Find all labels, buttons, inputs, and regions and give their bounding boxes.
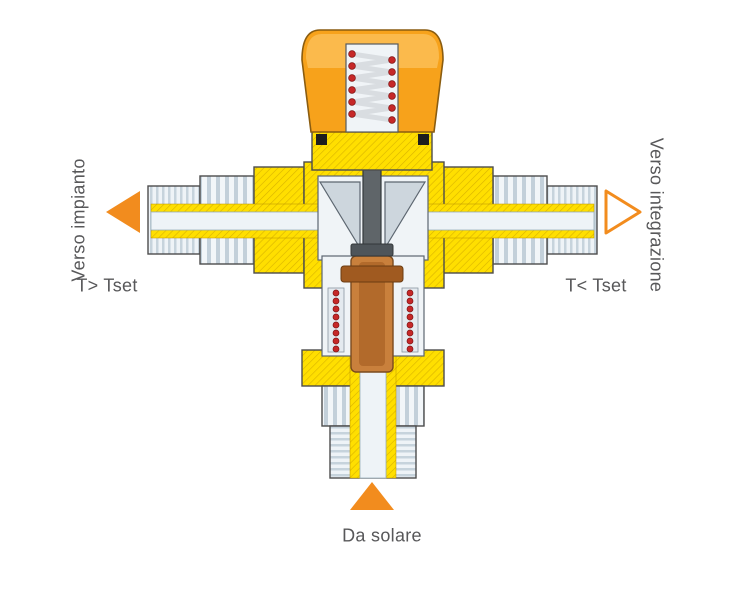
o-ring-left [316, 134, 327, 145]
label-t-less-tset: T< Tset [565, 275, 627, 296]
seat-wedge-left [318, 181, 361, 251]
arrow-from-solar [350, 482, 394, 510]
flow-bores [150, 203, 595, 479]
return-springs [327, 287, 419, 353]
label-t-greater-tset: T> Tset [76, 275, 138, 296]
piston-stem [350, 147, 394, 257]
main-spring-coil [349, 51, 395, 123]
arrow-to-system [106, 191, 140, 233]
o-ring-right [418, 134, 429, 145]
adjustment-knob [301, 29, 444, 133]
seat-wedge-right [384, 181, 427, 251]
bonnet [311, 129, 433, 171]
arrow-to-integration [604, 189, 642, 235]
label-verso-impianto: Verso impianto [68, 158, 89, 282]
thermostatic-element [340, 255, 404, 373]
main-spring-sections [348, 50, 396, 124]
label-da-solare: Da solare [342, 525, 422, 546]
label-verso-integrazione: Verso integrazione [646, 137, 667, 293]
